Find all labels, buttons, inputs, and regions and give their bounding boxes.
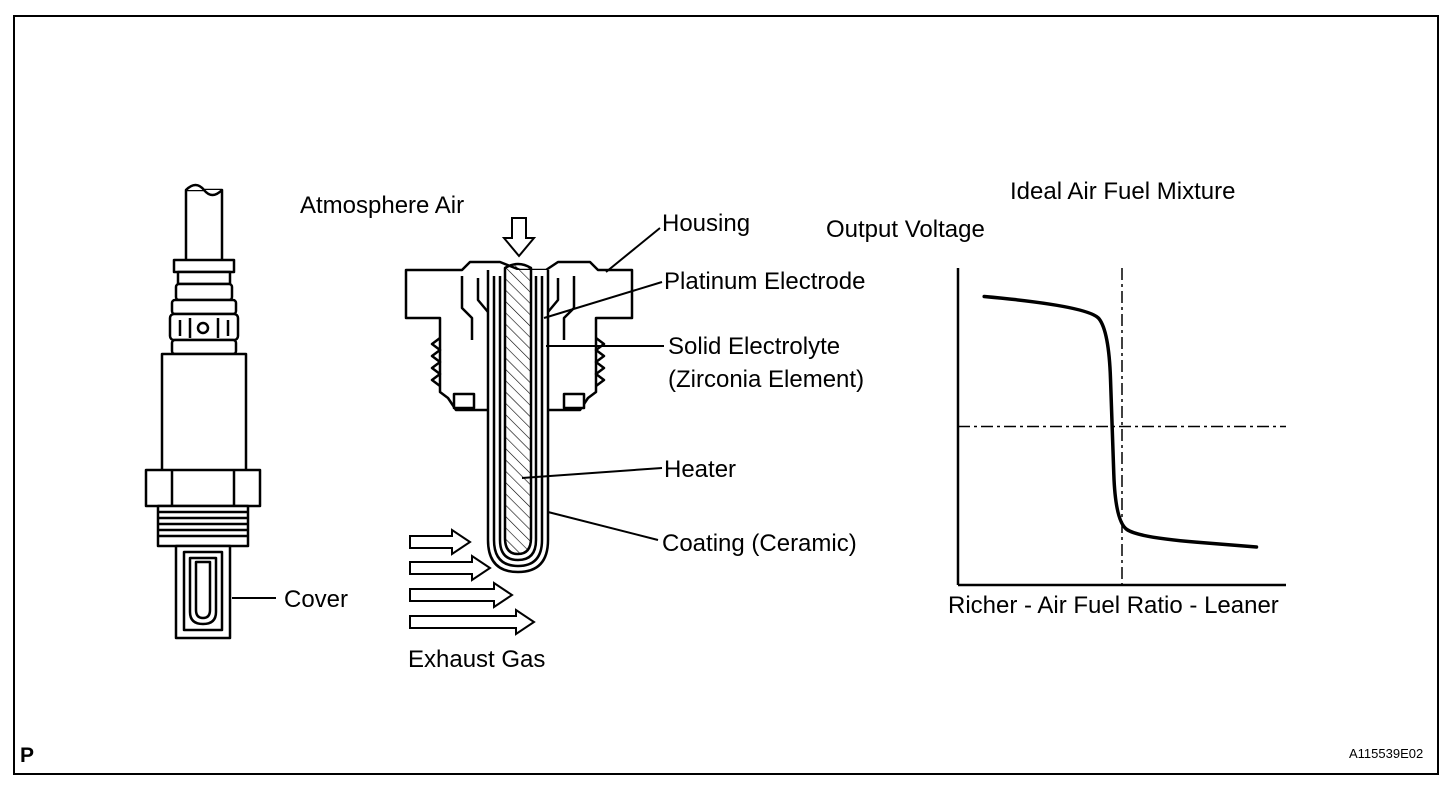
output-voltage-graph xyxy=(956,268,1286,587)
heater-leader-line xyxy=(521,467,663,479)
zirconia-element-label: (Zirconia Element) xyxy=(668,366,865,393)
oxygen-sensor-icon xyxy=(144,183,262,640)
exhaust-arrow-2 xyxy=(409,554,492,582)
figure-frame xyxy=(13,15,1439,775)
coating-leader-line xyxy=(547,511,659,541)
chart-title: Ideal Air Fuel Mixture xyxy=(1010,178,1236,205)
solid-electrolyte-label: Solid Electrolyte xyxy=(668,333,841,360)
figure-code: A115539E02 xyxy=(1349,746,1424,761)
exhaust-arrow-3 xyxy=(409,581,514,609)
corner-mark: P xyxy=(20,744,35,767)
exhaust-arrow-4 xyxy=(409,608,536,636)
cover-label: Cover xyxy=(284,586,349,613)
platinum-electrode-leader-line xyxy=(543,281,663,319)
sensor-cross-section xyxy=(404,260,634,574)
platinum-electrode-label: Platinum Electrode xyxy=(664,268,866,295)
voltage-curve xyxy=(982,294,1259,549)
atmosphere-air-arrow xyxy=(501,217,537,258)
exhaust-gas-label: Exhaust Gas xyxy=(408,646,546,673)
exhaust-gas-arrows xyxy=(409,528,536,636)
heater-label: Heater xyxy=(664,456,737,483)
housing-leader-line xyxy=(605,227,661,273)
y-axis-label: Output Voltage xyxy=(826,216,985,243)
housing-label: Housing xyxy=(662,210,751,237)
x-axis-label: Richer - Air Fuel Ratio - Leaner xyxy=(948,592,1279,619)
coating-label: Coating (Ceramic) xyxy=(662,530,857,557)
exhaust-arrow-1 xyxy=(409,528,472,556)
atmosphere-air-label: Atmosphere Air xyxy=(300,192,465,219)
